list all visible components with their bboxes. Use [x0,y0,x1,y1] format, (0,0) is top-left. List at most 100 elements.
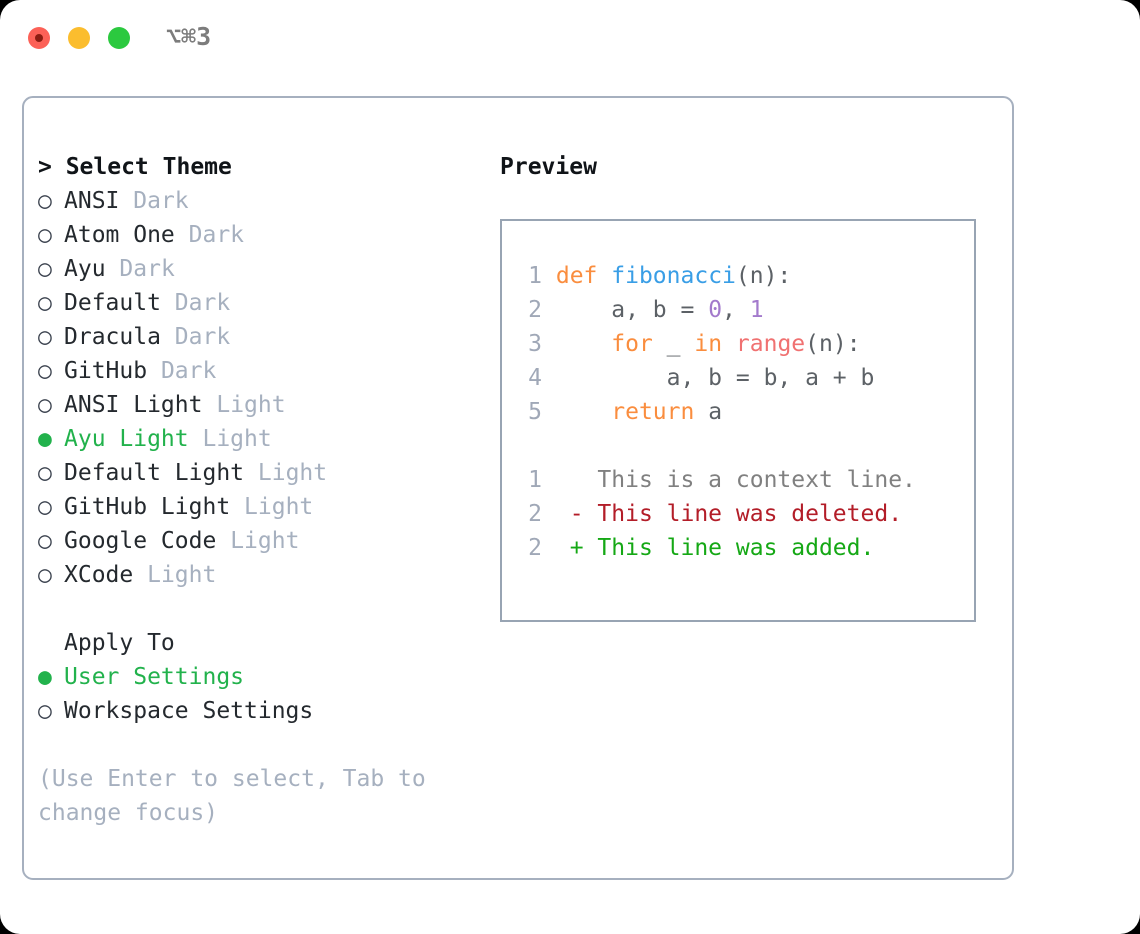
radio-unselected-icon: ○ [38,392,52,418]
diff-line: 2 + This line was added. [520,531,974,565]
line-number-gutter-space [542,365,556,391]
line-number-gutter-space [542,263,556,289]
diff-gutter-space [542,535,570,561]
theme-variant-label: Dark [174,290,231,316]
diff-gutter-space [542,501,570,527]
code-line: 2 a, b = 0, 1 [520,293,974,327]
minimize-button[interactable] [68,27,90,49]
theme-option-label: Default Light [64,460,245,486]
diff-text: This is a context line. [597,467,916,493]
theme-option-label: Google Code [64,528,217,554]
section-spacer [38,592,488,626]
code-token: (n): [805,331,861,357]
theme-option-ayu[interactable]: ○Ayu Dark [38,252,488,286]
radio-unselected-icon: ○ [38,256,52,282]
apply-to-option-workspace-settings[interactable]: ○ Workspace Settings [38,694,488,728]
theme-selection-column: > Select Theme ○ANSI Dark○Atom One Dark○… [38,150,488,830]
theme-option-google-code[interactable]: ○Google Code Light [38,524,488,558]
code-token: range [735,331,806,357]
theme-variant-label: Dark [160,358,217,384]
code-token: def [555,263,598,289]
theme-variant-label: Light [202,426,272,452]
code-token: (n): [735,263,792,289]
radio-selected-icon: ● [38,664,52,690]
code-line: 1 def fibonacci(n): [520,259,974,293]
code-token: return [611,399,695,425]
radio-unselected-icon: ○ [38,698,52,724]
theme-option-ansi[interactable]: ○ANSI Dark [38,184,488,218]
close-button[interactable] [28,27,50,49]
theme-option-label: Ayu Light [64,426,189,452]
diff-text: This line was added. [597,535,875,561]
maximize-button[interactable] [108,27,130,49]
label-separator [161,290,175,316]
diff-text: This line was deleted. [597,501,903,527]
label-separator [189,426,203,452]
code-token [597,263,611,289]
code-line: 5 return a [520,395,974,429]
diff-sign [570,467,598,493]
line-number: 2 [528,535,542,561]
label-separator [106,256,120,282]
diff-gutter-space [542,467,570,493]
theme-option-default-light[interactable]: ○Default Light Light [38,456,488,490]
code-line: 3 for _ in range(n): [520,327,974,361]
code-token: a, b = b, a + b [555,365,875,391]
theme-option-label: XCode [64,562,134,588]
apply-to-heading: Apply To [64,630,175,656]
label-separator [119,188,133,214]
theme-option-label: Default [64,290,161,316]
line-number: 3 [528,331,542,357]
radio-unselected-icon: ○ [38,222,52,248]
apply-to-radio-group: ●User Settings ○ Workspace Settings [38,660,488,728]
theme-option-ayu-light[interactable]: ● Ayu Light Light [38,422,488,456]
theme-option-xcode[interactable]: ○XCode Light [38,558,488,592]
label-separator [202,392,216,418]
code-token: _ [652,331,695,357]
code-token: fibonacci [611,263,736,289]
line-number-gutter-space [542,297,556,323]
theme-option-atom-one[interactable]: ○Atom One Dark [38,218,488,252]
theme-variant-label: Light [230,528,300,554]
label-separator [147,358,161,384]
theme-option-label: ANSI Light [64,392,203,418]
preview-column: Preview 1 def fibonacci(n):2 a, b = 0, 1… [500,150,1000,622]
radio-unselected-icon: ○ [38,290,52,316]
theme-variant-label: Light [244,494,314,520]
label-separator [244,460,258,486]
title-bar: ⌥⌘3 [0,0,1140,76]
label-separator [216,528,230,554]
code-token: , [722,297,750,323]
theme-variant-label: Dark [119,256,175,282]
code-token [722,331,736,357]
diff-sign: + [569,535,598,561]
theme-picker-card: > Select Theme ○ANSI Dark○Atom One Dark○… [22,96,1014,880]
theme-option-label: GitHub Light [64,494,231,520]
code-token: for [611,331,653,357]
apply-to-option-label: Workspace Settings [64,698,314,724]
theme-option-github-light[interactable]: ○ GitHub Light Light [38,490,488,524]
radio-unselected-icon: ○ [38,324,52,350]
line-number: 2 [528,501,542,527]
theme-variant-label: Light [216,392,286,418]
diff-sign: - [569,501,598,527]
code-token [556,331,611,357]
diff-line: 1 This is a context line. [520,463,974,497]
keyboard-hint-text: (Use Enter to select, Tab to change focu… [38,766,440,826]
radio-unselected-icon: ○ [38,562,52,588]
theme-variant-label: Dark [174,324,231,350]
theme-option-default[interactable]: ○ Default Dark [38,286,488,320]
line-number: 2 [528,297,542,323]
radio-selected-icon: ● [38,426,52,452]
apply-to-option-user-settings[interactable]: ●User Settings [38,660,488,694]
radio-unselected-icon: ○ [38,494,52,520]
theme-option-ansi-light[interactable]: ○ ANSI Light Light [38,388,488,422]
radio-unselected-icon: ○ [38,188,52,214]
theme-option-dracula[interactable]: ○Dracula Dark [38,320,488,354]
line-number-gutter-space [542,331,556,357]
code-token: a [694,399,723,425]
theme-option-github[interactable]: ○GitHub Dark [38,354,488,388]
